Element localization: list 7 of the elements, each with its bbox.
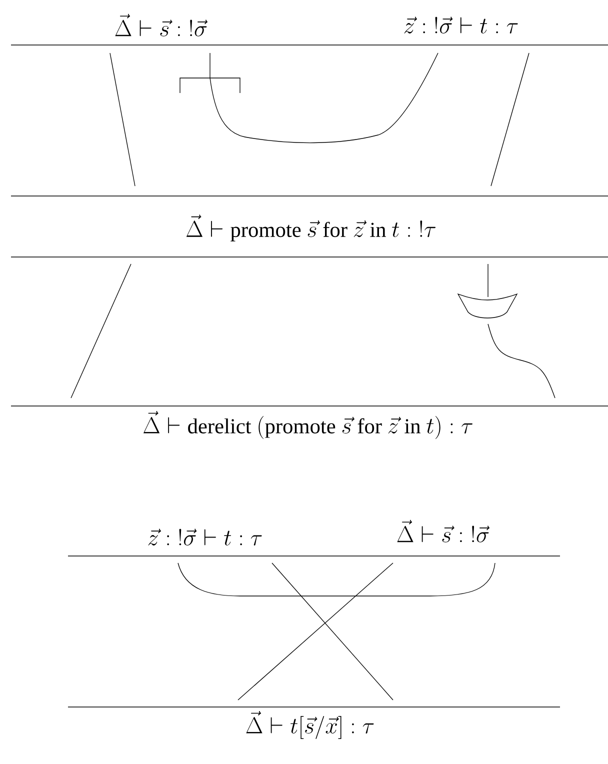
sequent-formula: $\vec{z} : {!}\vec{\sigma} \vdash t : \tau$	[148, 528, 262, 546]
sequent-formula: $\vec{\Delta} \vdash \mathrm{promote}\ \vec{s}\ \mathrm{for}\ \vec{z}\ \mathrm{in}\ t : {!}\tau$	[186, 214, 436, 242]
sequent-formula: $\vec{\Delta} \vdash \vec{s} : {!}\vec{\sigma}$	[397, 520, 490, 542]
sequent-formula: $\vec{\Delta} \vdash t[\vec{s}/\vec{x}] : \tau$	[246, 711, 374, 739]
sequent-formula: $\vec{\Delta} \vdash \vec{s} : {!}\vec{\sigma}$	[115, 14, 208, 36]
sequent-formula: $\vec{\Delta} \vdash \mathrm{derelict}\ (\mathrm{promote}\ \vec{s}\ \mathrm{for}\ \vec{z}\ \mathrm{in}\ t) : \tau$	[144, 411, 472, 440]
sequent-formula: $\vec{z} : {!}\vec{\sigma} \vdash t : \tau$	[404, 16, 518, 34]
